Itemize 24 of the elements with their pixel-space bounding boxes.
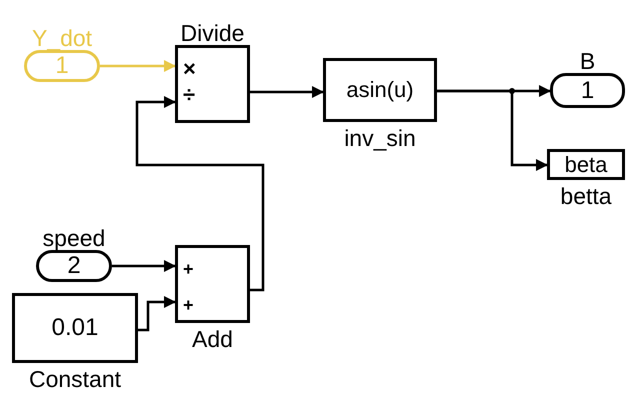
signal-line: [250, 86, 324, 98]
block-value: 2: [66, 253, 82, 279]
signal-line: [136, 96, 264, 292]
port-sign: ÷: [183, 84, 196, 106]
block-name: Constant: [28, 366, 122, 392]
signal-line: [112, 260, 176, 272]
block-value: 1: [580, 76, 596, 105]
block-value: 1: [54, 53, 70, 79]
block-name: Y_dot: [32, 25, 92, 51]
port-sign: ×: [183, 58, 196, 80]
signal-line: [437, 90, 548, 171]
block-value: asin(u): [345, 76, 415, 104]
block-name: Add: [192, 326, 233, 352]
block-name: B: [580, 48, 596, 74]
port-sign: +: [183, 260, 194, 278]
block-name: speed: [42, 225, 106, 251]
block-value: beta: [564, 152, 608, 177]
block-name: inv_sin: [344, 125, 416, 151]
signal-line: [138, 296, 176, 332]
block-name: betta: [560, 183, 612, 209]
port-sign: +: [183, 296, 194, 314]
signal-line: [100, 60, 176, 72]
block-name: Divide: [180, 20, 244, 46]
block-value: 0.01: [50, 313, 100, 343]
